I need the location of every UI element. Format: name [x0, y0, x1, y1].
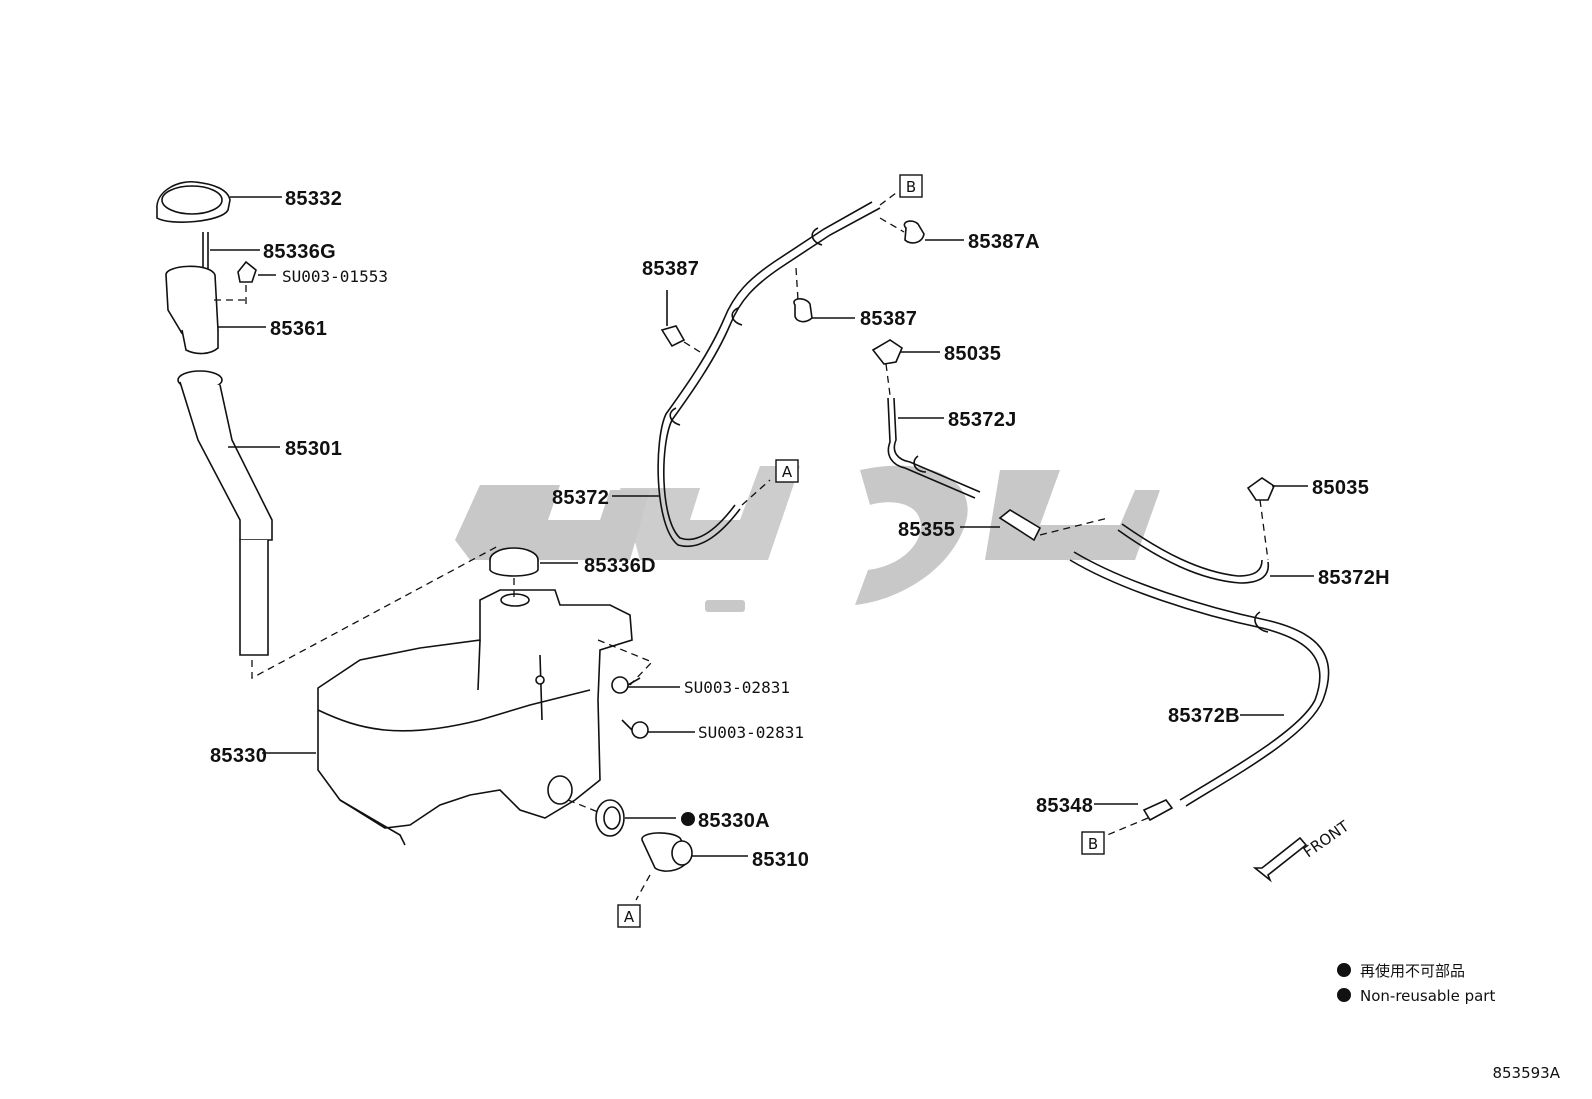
svg-text:A: A — [624, 908, 635, 926]
label-85355: 85355 — [898, 519, 955, 541]
label-85330: 85330 — [210, 745, 267, 767]
label-85035-right: 85035 — [1312, 477, 1369, 499]
front-arrow-icon — [1252, 836, 1308, 883]
legend-line-japanese: 再使用不可部品 — [1360, 962, 1465, 980]
ref-box-b-bottom: B — [1081, 831, 1105, 855]
label-SU003-02831-b: SU003-02831 — [698, 723, 804, 742]
legend-line-english: Non-reusable part — [1360, 987, 1495, 1005]
part-SU003-02831-bolt-a — [611, 676, 641, 694]
label-85301: 85301 — [285, 438, 342, 460]
part-85372B-hose — [1069, 551, 1330, 807]
part-85330A-pump-grommet — [595, 799, 625, 837]
figure-number: 853593A — [1492, 1064, 1560, 1082]
non-reusable-marker-85330A — [681, 812, 695, 826]
part-85336G-gasket — [202, 232, 209, 270]
part-85330-washer-tank — [317, 589, 633, 846]
ref-box-b-top: B — [899, 174, 923, 198]
part-85035-nozzle-right — [1246, 477, 1275, 561]
label-85332: 85332 — [285, 188, 342, 210]
label-85035-top: 85035 — [944, 343, 1001, 365]
part-85336D-grommet — [489, 547, 539, 577]
part-85372J-hose — [887, 397, 981, 499]
part-85372H-hose — [1117, 523, 1270, 584]
part-85372-hose — [657, 192, 897, 548]
part-85387-clamp-upper — [660, 290, 701, 353]
label-85372: 85372 — [552, 487, 609, 509]
part-SU003-01553-clip — [237, 260, 257, 305]
part-85361-filler-neck — [165, 265, 245, 355]
part-SU003-02831-bolt-b — [621, 719, 649, 739]
label-85372J: 85372J — [948, 409, 1017, 431]
label-85310: 85310 — [752, 849, 809, 871]
label-85361: 85361 — [270, 318, 327, 340]
label-85336G: 85336G — [263, 241, 336, 263]
label-85387A: 85387A — [968, 231, 1040, 253]
svg-text:A: A — [782, 463, 793, 481]
label-85372H: 85372H — [1318, 567, 1390, 589]
part-85310-washer-pump — [635, 832, 693, 901]
label-85336D: 85336D — [584, 555, 656, 577]
label-SU003-01553: SU003-01553 — [282, 267, 388, 286]
label-85330A: 85330A — [698, 810, 770, 832]
ref-box-a-mid: A — [775, 459, 799, 483]
part-85332-cap — [156, 181, 231, 223]
part-85348-joint — [1099, 799, 1174, 839]
label-85372B: 85372B — [1168, 705, 1240, 727]
label-85387-mid: 85387 — [860, 308, 917, 330]
label-85387-top: 85387 — [642, 258, 699, 280]
legend: 再使用不可部品 Non-reusable part — [1337, 962, 1495, 1005]
ref-box-a-bottom: A — [617, 904, 641, 928]
svg-text:B: B — [906, 178, 916, 196]
part-85387A-clamp — [879, 217, 925, 244]
label-SU003-02831-a: SU003-02831 — [684, 678, 790, 697]
part-85355-check-valve — [998, 509, 1109, 542]
front-label: FRONT — [1300, 817, 1353, 862]
label-85348: 85348 — [1036, 795, 1093, 817]
part-85035-nozzle-top — [871, 339, 903, 396]
part-85301-filler-pipe — [177, 370, 273, 656]
part-85387-clamp-mid — [793, 267, 813, 323]
svg-text:B: B — [1088, 835, 1098, 853]
